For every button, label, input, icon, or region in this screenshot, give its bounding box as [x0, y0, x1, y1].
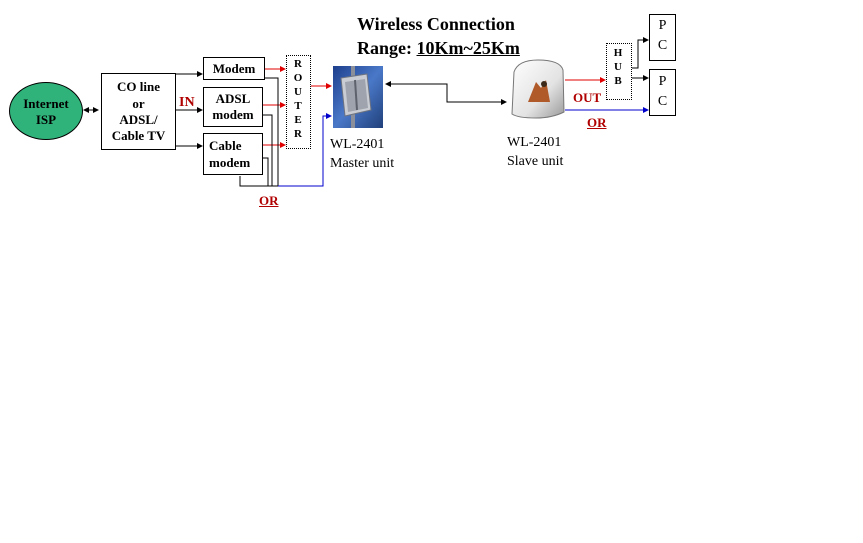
hub-pc-top-line [632, 37, 649, 69]
co-line-box [101, 73, 176, 150]
pc-bottom-label-2: C [657, 94, 668, 109]
hub-label: HUB [612, 47, 624, 89]
pc-bottom-label-1: P [658, 74, 667, 89]
router-label: ROUTER [292, 58, 304, 142]
slave-label-2: Slave unit [507, 154, 564, 169]
title-line-1: Wireless Connection [357, 14, 515, 34]
range-prefix: Range: [357, 38, 417, 58]
slave-label-1: WL-2401 [507, 135, 562, 150]
or-label-bottom: OR [259, 193, 279, 208]
internet-isp-node [9, 82, 83, 140]
pc-bottom-box [649, 69, 676, 116]
isp-label-1: Internet [23, 96, 69, 111]
pc-top-box [649, 14, 676, 61]
range-value: 10Km~25Km [416, 38, 520, 58]
pc-top-label-1: P [658, 18, 667, 33]
isp-label-2: ISP [35, 112, 57, 127]
co-line-label-3: ADSL/ [119, 112, 158, 127]
co-line-label-4: Cable TV [111, 128, 166, 143]
cable-modem-box [203, 133, 263, 175]
adsl-label-2: modem [212, 107, 254, 122]
master-unit-image [333, 66, 383, 128]
router-box [286, 55, 311, 149]
cable-bypass-line [263, 157, 269, 186]
cable-label-1: Cable [209, 138, 242, 153]
or-label-right: OR [587, 115, 607, 130]
adsl-bypass-line [263, 114, 273, 186]
slave-unit-image [511, 59, 565, 119]
or-to-master-line [278, 113, 332, 187]
pc-top-label-2: C [657, 38, 668, 53]
title-line-2: Range: 10Km~25Km [357, 38, 520, 58]
adsl-label-1: ADSL [215, 91, 251, 106]
hub-box [606, 43, 632, 100]
co-line-label-2: or [132, 96, 145, 111]
out-label: OUT [573, 90, 602, 105]
wireless-link-line [385, 81, 507, 105]
modem-label: Modem [212, 61, 256, 76]
modem-box [203, 57, 265, 80]
co-line-label-1: CO line [117, 79, 160, 94]
master-label-1: WL-2401 [330, 137, 385, 152]
in-label: IN [179, 95, 195, 110]
cable-label-2: modem [209, 155, 251, 170]
adsl-modem-box [203, 87, 263, 127]
master-label-2: Master unit [330, 156, 395, 171]
